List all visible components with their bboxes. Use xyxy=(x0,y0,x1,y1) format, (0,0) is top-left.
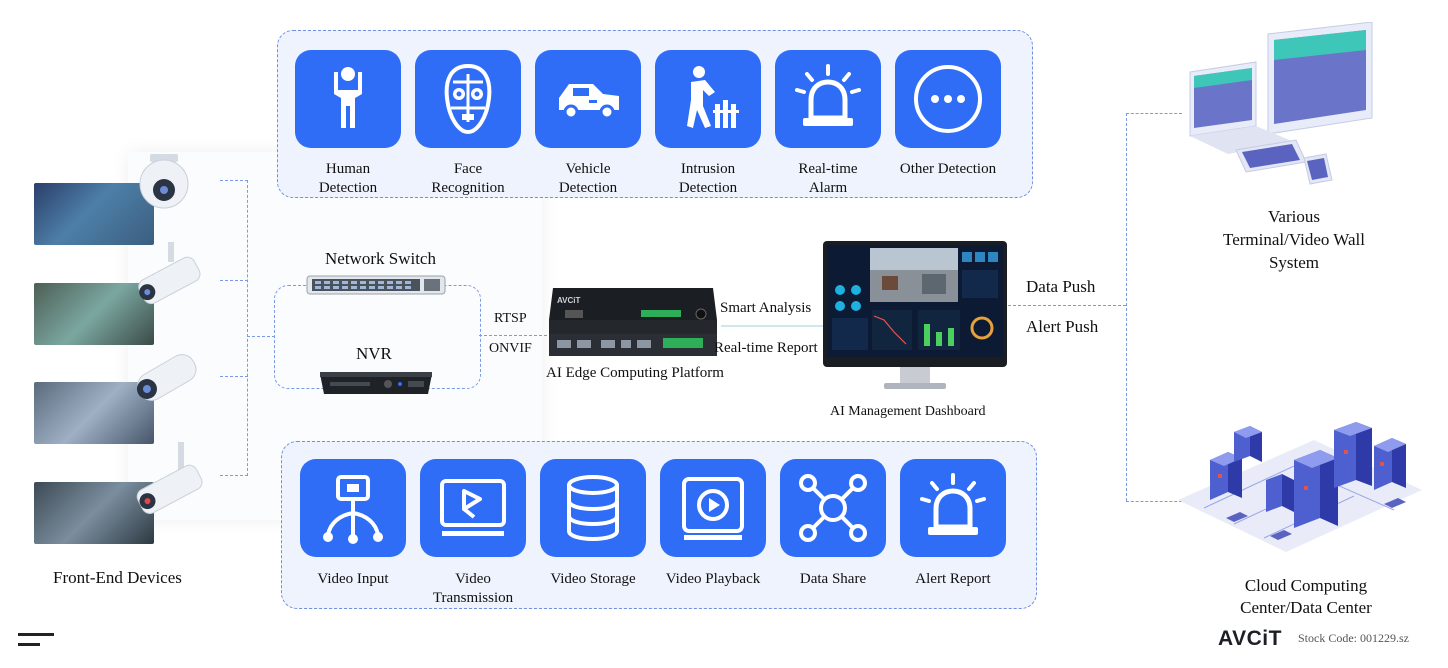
detection-tile xyxy=(895,50,1001,148)
dashboard-label: AI Management Dashboard xyxy=(830,404,986,419)
realtime-report-label: Real-time Report xyxy=(714,340,818,356)
camera-feed-thumbnail xyxy=(34,183,154,245)
detection-tile xyxy=(295,50,401,148)
data-push-label: Data Push xyxy=(1026,277,1096,296)
connector-line xyxy=(220,280,248,281)
services-tile xyxy=(780,459,886,557)
services-label: Data Share xyxy=(799,571,867,587)
connector-line xyxy=(1126,113,1182,114)
share-icon xyxy=(799,474,867,542)
services-tile xyxy=(540,459,646,557)
bullet-camera-icon xyxy=(136,354,197,401)
detection-label: Face Recognition xyxy=(431,161,505,196)
camera-feed-thumbnail xyxy=(34,283,154,345)
storage-icon xyxy=(567,475,619,542)
menu-lines-icon xyxy=(18,633,54,636)
detection-label: Real-time Alarm xyxy=(798,161,858,196)
alert-push-label: Alert Push xyxy=(1026,317,1099,336)
detection-label: Human Detection xyxy=(318,161,378,196)
ai-edge-label: AI Edge Computing Platform xyxy=(546,365,724,381)
menu-lines-icon-bar xyxy=(18,643,40,646)
services-label: Video Storage xyxy=(550,571,636,587)
face-icon xyxy=(444,63,492,135)
connector-line xyxy=(247,336,275,337)
services-tile xyxy=(660,459,766,557)
alarm-icon xyxy=(795,64,861,126)
detection-tile xyxy=(415,50,521,148)
network-switch-device xyxy=(306,275,446,295)
connector-line xyxy=(1008,305,1126,306)
vehicle-icon xyxy=(559,84,619,120)
intrusion-icon xyxy=(687,66,739,128)
ai-edge-device: AVCiT xyxy=(549,288,717,356)
terminal-label: Various Terminal/Video Wall System xyxy=(1223,207,1365,272)
detection-tile xyxy=(535,50,641,148)
human-icon xyxy=(334,67,362,128)
playback-icon xyxy=(682,477,744,540)
alert-report-icon xyxy=(920,473,986,535)
connector-line xyxy=(247,180,248,476)
dome-camera-icon xyxy=(139,154,189,209)
connector-line xyxy=(220,475,248,476)
connector-line xyxy=(220,376,248,377)
video-input-icon xyxy=(323,475,383,544)
detection-label: Other Detection xyxy=(899,161,997,177)
stock-code: Stock Code: 001229.sz xyxy=(1298,631,1409,645)
connector-line xyxy=(1126,113,1127,501)
detection-label: Vehicle Detection xyxy=(558,161,618,196)
detection-tile xyxy=(775,50,881,148)
dashboard-monitor xyxy=(823,241,1007,389)
bullet-camera-icon xyxy=(138,242,201,305)
services-tile xyxy=(420,459,526,557)
avcit-logo: AVCiT xyxy=(1218,627,1282,649)
services-label: Alert Report xyxy=(915,571,991,587)
smart-analysis-label: Smart Analysis xyxy=(720,300,812,316)
rtsp-label: RTSP xyxy=(494,311,527,326)
ptz-camera-icon xyxy=(136,442,203,515)
connector-line xyxy=(1126,501,1182,502)
terminal-devices-illustration xyxy=(1189,22,1373,185)
connector-line xyxy=(220,180,248,181)
services-tile xyxy=(300,459,406,557)
services-label: Video Input xyxy=(317,571,389,587)
ellipsis-icon xyxy=(914,65,982,133)
services-tile xyxy=(900,459,1006,557)
connector-line xyxy=(479,335,547,336)
svg-text:AVCiT: AVCiT xyxy=(1218,627,1282,649)
camera-feed-thumbnail xyxy=(34,482,154,544)
connector-line xyxy=(721,325,825,327)
cloud-label: Cloud Computing Center/Data Center xyxy=(1240,576,1372,617)
network-switch-label: Network Switch xyxy=(325,249,436,268)
services-label: Video Playback xyxy=(665,571,761,587)
nvr-device xyxy=(320,372,432,394)
nvr-label: NVR xyxy=(356,344,392,363)
front-end-label: Front-End Devices xyxy=(53,568,182,587)
svg-text:AVCiT: AVCiT xyxy=(557,296,581,305)
data-center-illustration xyxy=(1178,422,1422,552)
detection-tile xyxy=(655,50,761,148)
onvif-label: ONVIF xyxy=(489,341,532,356)
camera-feed-thumbnail xyxy=(34,382,154,444)
detection-label: Intrusion Detection xyxy=(678,161,738,196)
services-label: Video Transmission xyxy=(432,571,514,606)
transmission-icon xyxy=(440,479,506,536)
